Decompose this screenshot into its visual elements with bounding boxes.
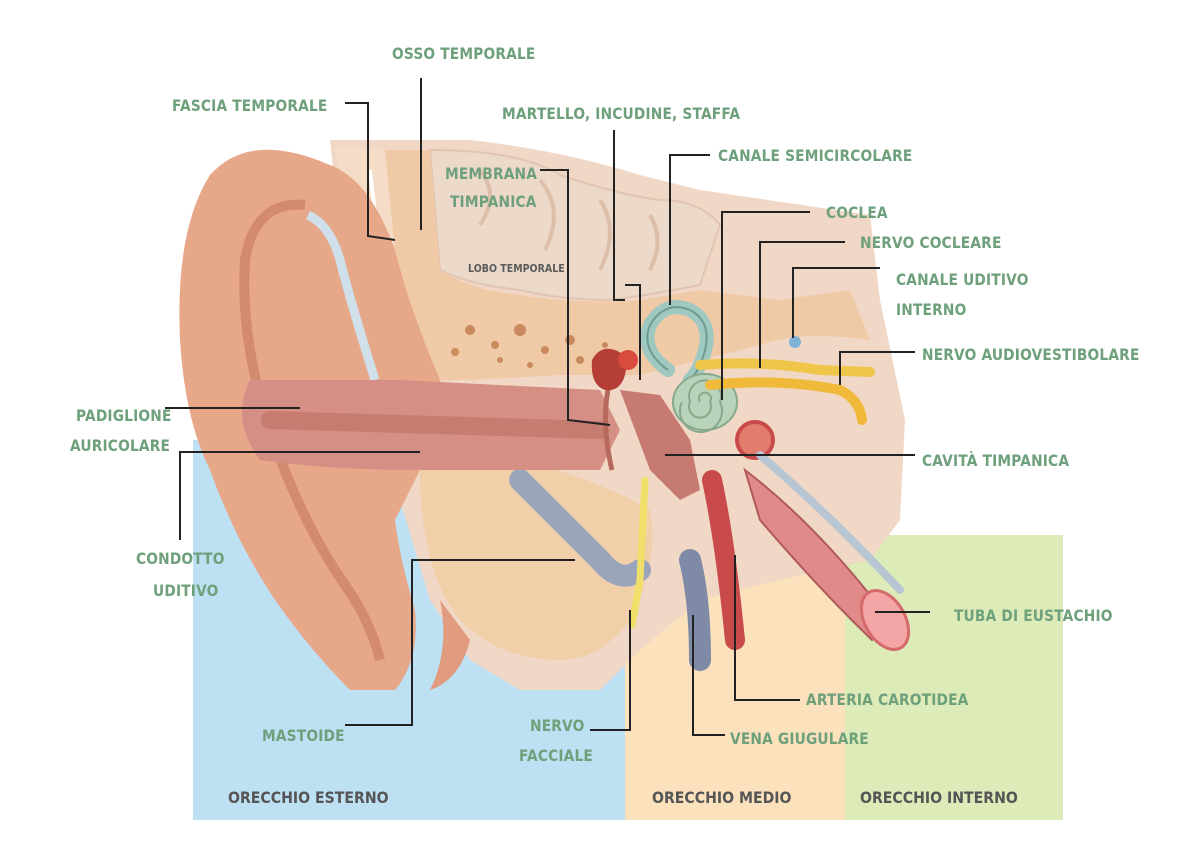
eustachian-tube-wall — [756, 451, 904, 594]
label-osso-temporale: OSSO TEMPORALE — [392, 44, 536, 63]
label-vena-giugulare: VENA GIUGULARE — [730, 729, 869, 748]
label-nervo-facciale-2: FACCIALE — [519, 746, 593, 765]
leader-canale-uditivo — [792, 267, 880, 338]
cochlea-spiral — [679, 379, 723, 433]
facial-nerve — [628, 476, 649, 629]
leader-martello — [613, 130, 625, 301]
label-coclea: COCLEA — [826, 203, 888, 222]
zone-label-medio: ORECCHIO MEDIO — [652, 788, 792, 807]
tympanic-cavity — [620, 390, 700, 500]
carotid-cross-section — [735, 420, 775, 460]
leader-mastoide — [345, 559, 575, 726]
audiovestibular-nerve — [705, 377, 867, 425]
jugular-vein — [679, 549, 711, 671]
zone-interno-panel — [845, 535, 1063, 820]
label-cavita-timpanica: CAVITÀ TIMPANICA — [922, 451, 1070, 470]
mastoid-bone — [420, 456, 653, 660]
label-padiglione-2: AURICOLARE — [70, 436, 171, 455]
leader-martello-2 — [625, 284, 641, 380]
ear-canal-shadow — [261, 411, 609, 439]
label-canale-uditivo-1: CANALE UDITIVO — [896, 270, 1029, 289]
label-membrana-2: TIMPANICA — [450, 192, 537, 211]
leader-fascia-temporale — [345, 102, 396, 241]
bone-pores — [451, 324, 608, 368]
label-condotto-2: UDITIVO — [153, 581, 219, 600]
label-membrana-1: MEMBRANA — [445, 164, 538, 183]
leader-condotto — [179, 451, 420, 540]
label-mastoide: MASTOIDE — [262, 726, 345, 745]
ossicle-incus — [618, 350, 638, 370]
leader-lines — [165, 78, 930, 736]
label-fascia-temporale: FASCIA TEMPORALE — [172, 96, 328, 115]
label-nervo-cocleare: NERVO COCLEARE — [860, 233, 1002, 252]
temporal-bone — [380, 150, 870, 380]
zone-label-esterno: ORECCHIO ESTERNO — [228, 788, 389, 807]
label-canale-semicircolare: CANALE SEMICIRCOLARE — [718, 146, 913, 165]
eustachian-opening — [859, 589, 911, 651]
leader-nervo-facciale — [590, 610, 631, 731]
temporal-lobe — [428, 148, 722, 302]
label-canale-uditivo-2: INTERNO — [896, 300, 967, 319]
internal-canal-marker — [789, 336, 801, 348]
leader-coclea — [721, 211, 810, 400]
leader-membrana — [540, 169, 611, 426]
carotid-artery — [702, 470, 745, 650]
leader-canale-semicircolare — [669, 154, 710, 305]
pinna-cartilage-strip — [305, 210, 380, 382]
cochlear-nerve — [695, 358, 875, 377]
lobule — [430, 600, 470, 690]
label-nervo-audiovestibolare: NERVO AUDIOVESTIBOLARE — [922, 345, 1140, 364]
mastoid-inner — [509, 469, 651, 587]
label-arteria-carotidea: ARTERIA CAROTIDEA — [806, 690, 969, 709]
leader-arteria — [734, 555, 800, 701]
ossicles — [591, 348, 627, 391]
label-condotto-1: CONDOTTO — [136, 549, 225, 568]
leader-nervo-audiovestibolare — [839, 351, 915, 385]
label-lobo-temporale: LOBO TEMPORALE — [468, 262, 565, 275]
label-martello: MARTELLO, INCUDINE, STAFFA — [502, 104, 741, 123]
zone-label-interno: ORECCHIO INTERNO — [860, 788, 1018, 807]
label-nervo-facciale-1: NERVO — [530, 716, 585, 735]
leader-nervo-cocleare — [759, 241, 845, 368]
label-tuba-eustachio: TUBA DI EUSTACHIO — [954, 606, 1113, 625]
label-padiglione-1: PADIGLIONE — [76, 406, 172, 425]
brain-folds — [478, 168, 660, 271]
leader-vena — [692, 615, 725, 736]
